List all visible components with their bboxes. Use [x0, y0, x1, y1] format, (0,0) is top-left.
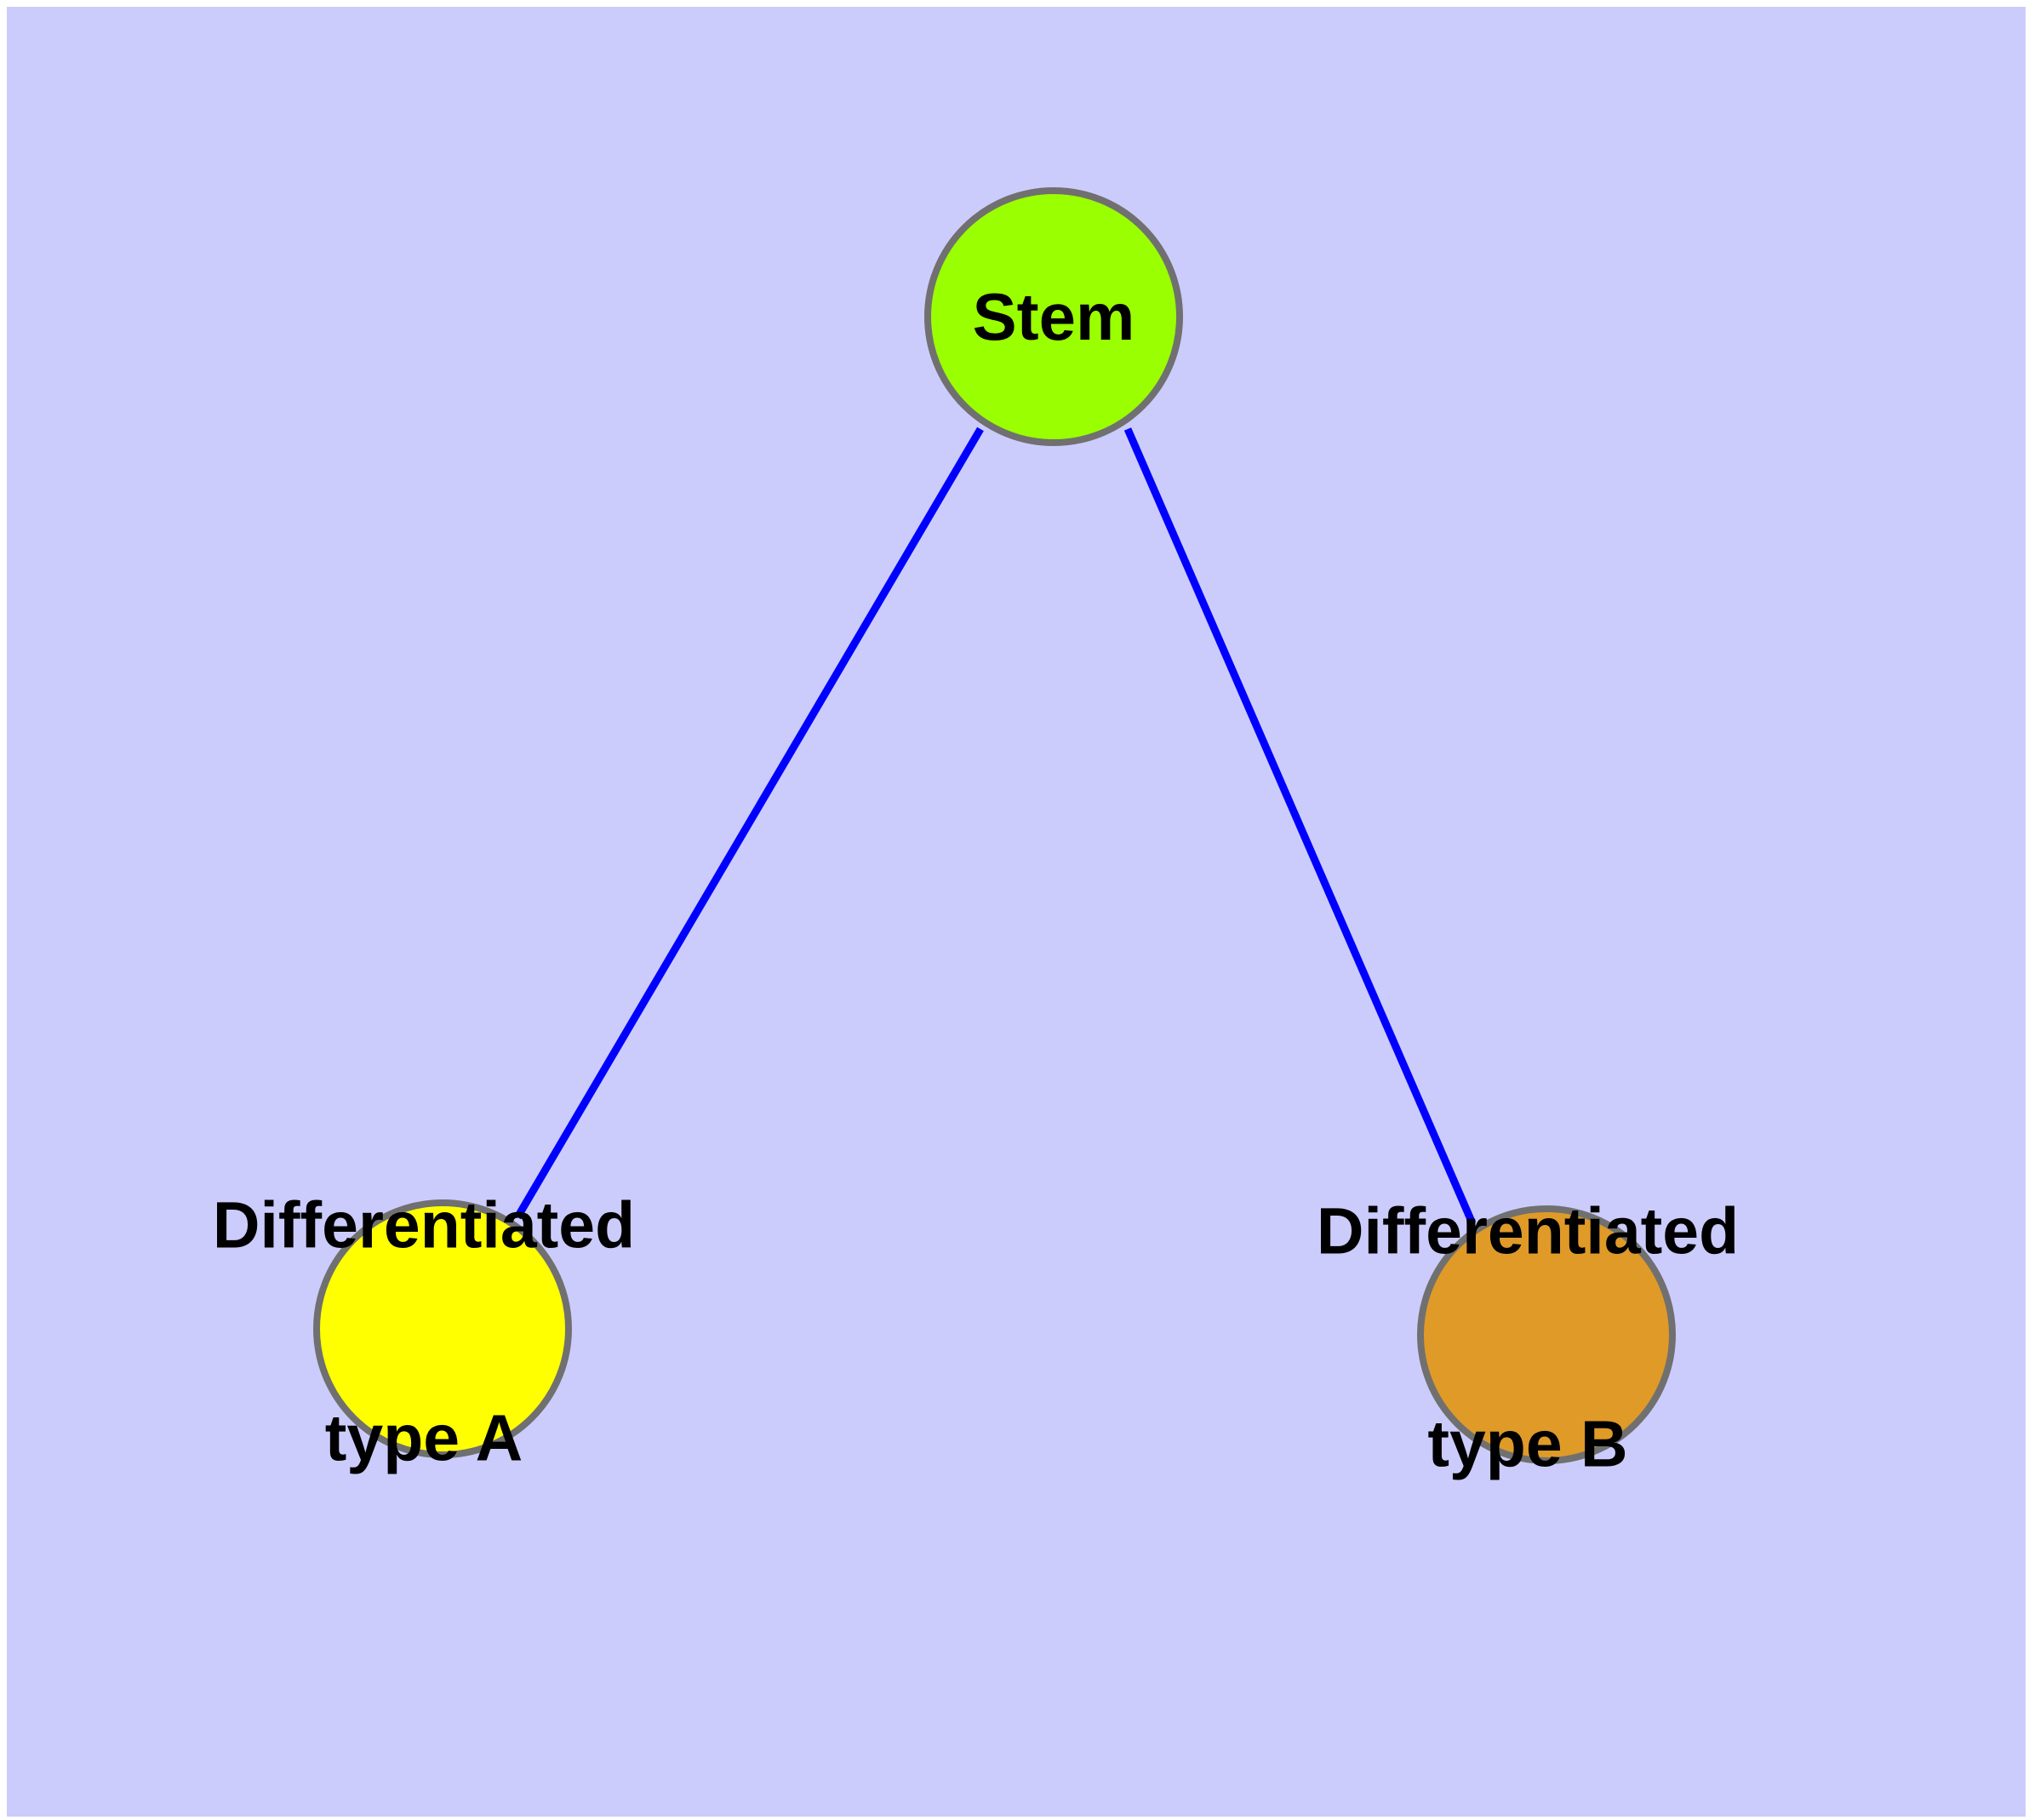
node-layer [313, 187, 1676, 1464]
edge-stem-to-diff-a[interactable] [514, 426, 984, 1220]
edge-stem-to-diff-b[interactable] [1123, 427, 1477, 1225]
edge-layer [514, 426, 1477, 1225]
node-circle-diff-a[interactable] [313, 1199, 572, 1458]
node-circle-diff-b[interactable] [1417, 1205, 1676, 1464]
node-circle-stem[interactable] [924, 187, 1183, 446]
